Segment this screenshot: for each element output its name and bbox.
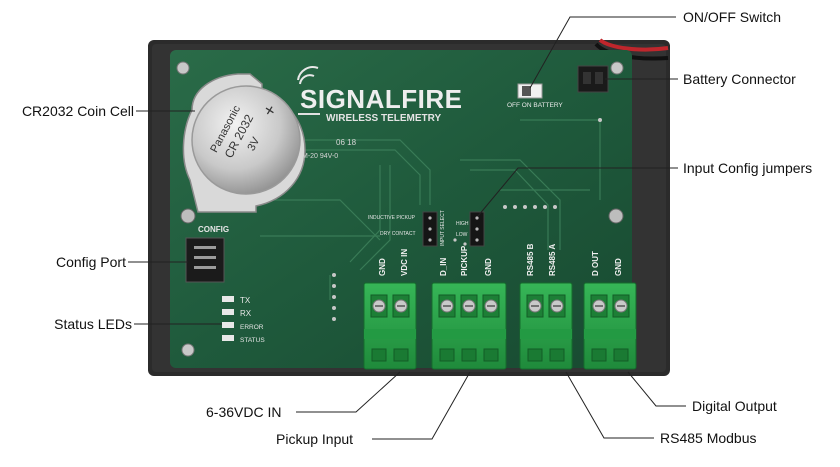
terminal-label-rs485-a: RS485 A	[548, 244, 557, 276]
leader-input-config	[477, 167, 678, 217]
config-port[interactable]	[185, 237, 225, 283]
mount-hole	[176, 61, 190, 75]
led-label-status: STATUS	[240, 337, 265, 344]
signalfire-logo: SIGNALFIRE WIRELESS TELEMETRY	[297, 66, 462, 124]
terminal-block-rs485[interactable]	[519, 282, 573, 370]
terminal-label-rs485-b: RS485 B	[526, 243, 535, 276]
leader-on-off-switch	[529, 16, 676, 89]
label-input-config-jumpers: Input Config jumpers	[683, 160, 813, 176]
terminal-wire-entry[interactable]	[393, 348, 409, 362]
label-config-port: Config Port	[55, 254, 126, 270]
terminal-block-input[interactable]	[431, 282, 507, 370]
mount-hole	[181, 343, 195, 357]
terminal-wire-entry[interactable]	[371, 348, 387, 362]
date-code: 06 18	[336, 138, 357, 147]
coin-cell-voltage: 3V	[245, 135, 262, 153]
label-vdc-in: 6-36VDC IN	[206, 404, 282, 420]
label-battery-connector: Battery Connector	[683, 71, 796, 87]
config-label: CONFIG	[198, 225, 229, 234]
label-status-leds: Status LEDs	[54, 316, 132, 332]
label-on-off-switch: ON/OFF Switch	[683, 9, 782, 25]
terminal-label-gnd-1: GND	[378, 258, 387, 276]
led-label-error: ERROR	[240, 324, 264, 331]
terminal-wire-entry[interactable]	[483, 348, 499, 362]
brand-text: SIGNALFIRE	[300, 84, 462, 114]
label-digital-output: Digital Output	[692, 398, 777, 414]
board-code: M-20 94V-0	[302, 153, 338, 160]
coin-cell	[191, 85, 301, 195]
vias	[332, 118, 602, 321]
label-pickup-input: Pickup Input	[276, 431, 354, 447]
terminal-wire-entry[interactable]	[613, 348, 629, 362]
terminal-label-d-in: D_IN	[439, 258, 448, 276]
terminal-block-power[interactable]	[363, 282, 417, 370]
mount-hole	[180, 208, 196, 224]
print-low: LOW	[456, 232, 468, 238]
leader-pickup-input	[372, 371, 471, 440]
terminal-label-d-out: D OUT	[591, 251, 600, 276]
leader-digital-output	[627, 371, 686, 407]
terminal-wire-entry[interactable]	[439, 348, 455, 362]
leader-lines	[128, 16, 686, 440]
print-dry-contact: DRY CONTACT	[380, 231, 416, 237]
label-rs485-modbus: RS485 Modbus	[660, 430, 757, 446]
switch-print: OFF ON BATTERY	[507, 102, 563, 109]
terminal-wire-entry[interactable]	[549, 348, 565, 362]
status-leds	[222, 296, 234, 341]
terminal-wire-entry[interactable]	[527, 348, 543, 362]
mount-hole	[610, 61, 624, 75]
battery-wire-red	[598, 38, 669, 52]
terminal-blocks	[363, 282, 637, 370]
mount-hole	[608, 208, 624, 224]
brand-subtext: WIRELESS TELEMETRY	[326, 113, 442, 124]
print-high: HIGH	[456, 221, 469, 227]
terminal-label-gnd-3: GND	[614, 258, 623, 276]
terminal-label-vdc-in: VDC IN	[400, 249, 409, 276]
print-inductive-pickup: INDUCTIVE PICKUP	[368, 215, 416, 221]
print-input-select: INPUT SELECT	[440, 210, 446, 246]
terminal-label-gnd-2: GND	[484, 258, 493, 276]
leader-rs485-modbus	[565, 371, 654, 439]
terminal-wire-entry[interactable]	[461, 348, 477, 362]
pcb-traces	[250, 119, 601, 300]
led-label-tx: TX	[240, 296, 251, 305]
label-coin-cell: CR2032 Coin Cell	[21, 103, 134, 119]
terminal-label-pickup: PICKUP	[460, 245, 469, 276]
leader-vdc-in	[296, 371, 401, 413]
terminal-wire-entry[interactable]	[591, 348, 607, 362]
battery-connector[interactable]	[577, 65, 609, 93]
terminal-block-digital-out[interactable]	[583, 282, 637, 370]
led-label-rx: RX	[240, 309, 252, 318]
